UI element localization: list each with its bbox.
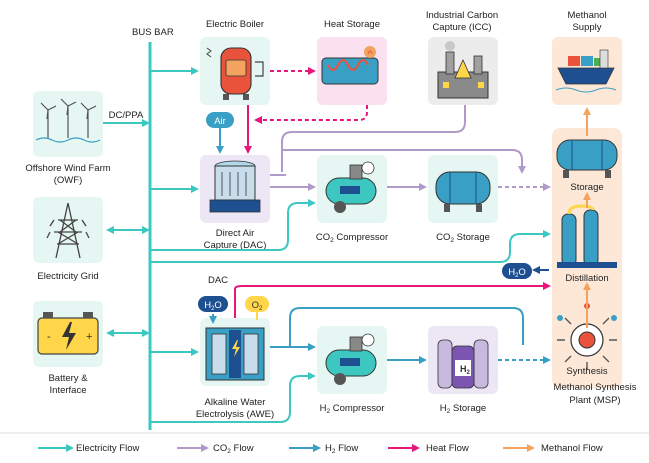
co2-compressor-node bbox=[317, 155, 387, 223]
compressor-icon bbox=[325, 333, 377, 385]
svg-text:CO2 Flow: CO2 Flow bbox=[213, 443, 254, 455]
oxygen-pill: O2 bbox=[245, 296, 269, 312]
methanol-supply-label-line2: Supply bbox=[572, 22, 601, 33]
water-input-pill: H2O bbox=[198, 296, 228, 312]
co2-bypass-flow bbox=[282, 149, 526, 174]
dac-node bbox=[200, 155, 270, 223]
heat-storage-return-flow bbox=[254, 105, 368, 124]
factory-icon bbox=[437, 41, 489, 99]
offshore-wind-farm-node bbox=[33, 91, 103, 157]
h2-storage-label: H2 Storage bbox=[440, 403, 486, 415]
h2-tank-text: H2 bbox=[460, 364, 471, 376]
boiler-icon bbox=[206, 47, 264, 100]
legend-item-methanol: Methanol Flow bbox=[503, 443, 603, 454]
msp-electricity-flow bbox=[150, 230, 551, 263]
transmission-tower-icon bbox=[46, 202, 90, 259]
svg-text:H2O: H2O bbox=[204, 300, 222, 312]
cargo-ship-icon bbox=[555, 49, 617, 93]
svg-text:Heat Flow: Heat Flow bbox=[426, 443, 469, 454]
electrolyser-icon bbox=[205, 327, 265, 381]
owf-label-line1: Offshore Wind Farm bbox=[25, 163, 110, 174]
battery-node: - + bbox=[33, 301, 103, 367]
water-output-pill: H2O bbox=[502, 263, 532, 279]
icc-co2-flow bbox=[281, 105, 466, 172]
owf-label-line2: (OWF) bbox=[54, 175, 83, 186]
legend-item-heat: Heat Flow bbox=[388, 443, 469, 454]
msp-column bbox=[552, 128, 622, 388]
dac-label-line2: Capture (DAC) bbox=[204, 240, 267, 251]
msp-label-line2: Plant (MSP) bbox=[569, 395, 620, 406]
legend: Electricity Flow CO2 Flow H2 Flow Heat F… bbox=[38, 443, 603, 455]
hydrogen-cylinders-icon: H2 bbox=[437, 339, 489, 389]
battery-label-line1: Battery & bbox=[48, 373, 88, 384]
svg-text:Air: Air bbox=[214, 116, 226, 127]
h2-compressor-node bbox=[317, 326, 387, 394]
owf-connection-label: DC/PPA bbox=[109, 110, 144, 121]
boiler-label: Electric Boiler bbox=[206, 19, 264, 30]
dac-tag-label: DAC bbox=[208, 275, 228, 286]
msp-storage-label: Storage bbox=[570, 182, 603, 193]
svg-text:-: - bbox=[47, 331, 51, 343]
msp-synthesis-label: Synthesis bbox=[566, 366, 607, 377]
h2-storage-node: H2 bbox=[428, 326, 498, 394]
svg-text:H2 Flow: H2 Flow bbox=[325, 443, 358, 455]
wind-turbine-icon bbox=[35, 98, 101, 143]
h2-compressor-label: H2 Compressor bbox=[320, 403, 385, 415]
bus-bar-label: BUS BAR bbox=[132, 27, 174, 38]
battery-label-line2: Interface bbox=[50, 385, 87, 396]
co2-storage-label: CO2 Storage bbox=[436, 232, 490, 244]
electric-boiler-node bbox=[200, 37, 270, 105]
svg-text:Electricity Flow: Electricity Flow bbox=[76, 443, 139, 454]
co2-storage-node bbox=[428, 155, 498, 223]
air-capture-unit-icon bbox=[209, 160, 261, 213]
h2-compressor-electricity-flow bbox=[150, 372, 316, 423]
air-pill: Air bbox=[206, 112, 234, 128]
synthesis-gear-icon bbox=[557, 303, 617, 370]
h2-bypass-flow bbox=[289, 307, 524, 347]
storage-tank-icon bbox=[556, 139, 618, 178]
svg-text:H2O: H2O bbox=[508, 267, 526, 279]
methanol-supply-label-line1: Methanol bbox=[567, 10, 606, 21]
gas-tank-icon bbox=[435, 171, 491, 212]
legend-item-electricity: Electricity Flow bbox=[38, 443, 139, 454]
battery-icon: - + bbox=[37, 312, 99, 355]
msp-label-line1: Methanol Synthesis bbox=[554, 382, 637, 393]
icc-label-line1: Industrial Carbon bbox=[426, 10, 498, 21]
distillation-column-icon bbox=[557, 204, 617, 268]
electricity-grid-node bbox=[33, 197, 103, 263]
heat-storage-label: Heat Storage bbox=[324, 19, 380, 30]
awe-node bbox=[200, 318, 270, 386]
legend-item-h2: H2 Flow bbox=[289, 443, 358, 455]
co2-compressor-label: CO2 Compressor bbox=[316, 232, 388, 244]
heat-exchanger-icon bbox=[321, 46, 379, 85]
legend-item-co2: CO2 Flow bbox=[177, 443, 254, 455]
awe-label-line1: Alkaline Water bbox=[205, 397, 266, 408]
svg-text:+: + bbox=[86, 331, 92, 343]
awe-label-line2: Electrolysis (AWE) bbox=[196, 409, 274, 420]
dac-label-line1: Direct Air bbox=[216, 228, 255, 239]
heat-storage-node bbox=[317, 37, 387, 105]
co2-compressor-electricity-flow bbox=[150, 199, 316, 251]
methanol-supply-node bbox=[552, 37, 622, 105]
svg-text:O2: O2 bbox=[252, 300, 263, 312]
awe-heat-flow bbox=[234, 282, 551, 318]
msp-distillation-label: Distillation bbox=[565, 273, 608, 284]
icc-label-line2: Capture (ICC) bbox=[432, 22, 491, 33]
grid-label: Electricity Grid bbox=[37, 271, 98, 282]
icc-node bbox=[428, 37, 498, 105]
svg-text:Methanol Flow: Methanol Flow bbox=[541, 443, 603, 454]
compressor-icon bbox=[325, 161, 377, 213]
